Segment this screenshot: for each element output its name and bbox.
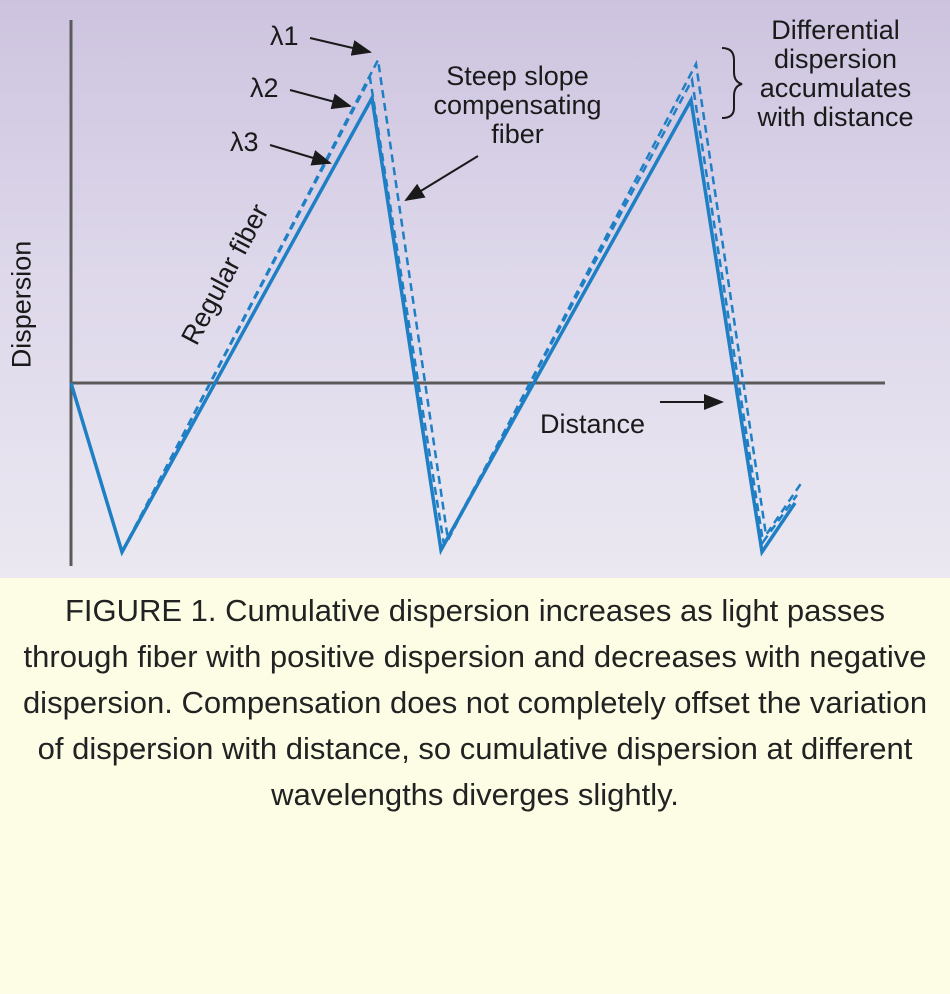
steep-slope-arrow: [404, 155, 479, 202]
lambda3-label: λ3: [230, 127, 259, 157]
differential-line4: with distance: [757, 102, 914, 132]
lambda1-arrow: [309, 37, 372, 56]
differential-line3: accumulates: [759, 73, 912, 103]
steep-slope-line2: compensating: [433, 90, 602, 120]
lambda2-label: λ2: [250, 73, 279, 103]
dispersion-chart: [69, 20, 885, 566]
differential-line1: Differential: [771, 15, 900, 45]
lambda3-arrow: [269, 144, 332, 166]
differential-line2: dispersion: [773, 44, 898, 74]
differential-label: Differential dispersion accumulates with…: [738, 16, 933, 132]
lambda2-line: [120, 74, 799, 553]
lambda1-label: λ1: [270, 21, 299, 51]
caption-text: FIGURE 1. Cumulative dispersion increase…: [22, 593, 928, 812]
steep-slope-line3: fiber: [491, 119, 544, 149]
lambda3-line: [69, 92, 797, 557]
steep-slope-line1: Steep slope: [446, 61, 589, 91]
steep-slope-label: Steep slope compensating fiber: [410, 62, 625, 149]
figure-area: λ1 λ2 λ3 Steep slope compensating fiber …: [0, 0, 950, 578]
x-axis-label: Distance: [540, 409, 646, 439]
brace-icon: [721, 47, 743, 119]
lambda2-arrow: [289, 89, 352, 110]
y-axis-label: Dispersion: [6, 240, 37, 369]
figure-caption: FIGURE 1. Cumulative dispersion increase…: [0, 578, 950, 994]
